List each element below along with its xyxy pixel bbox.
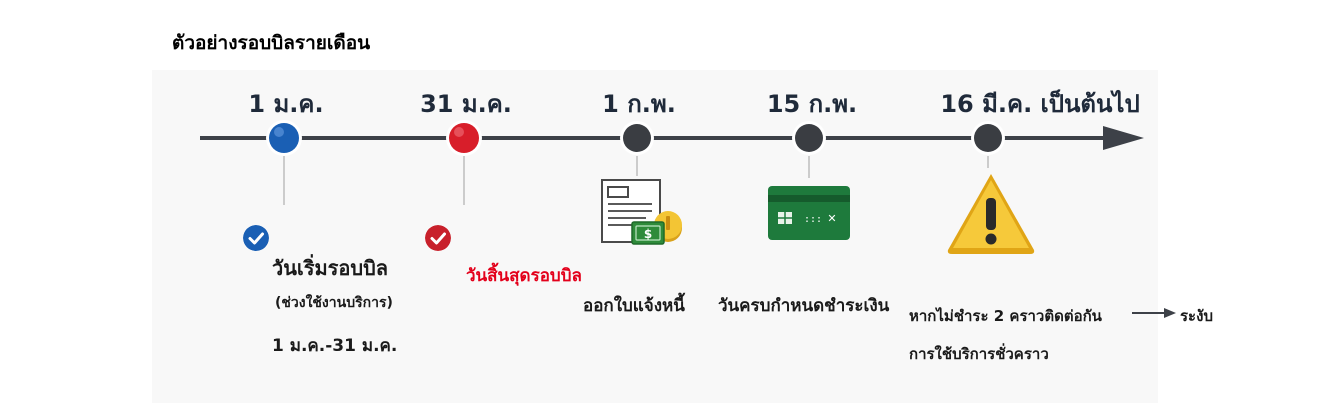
warning-line1: หากไม่ชำระ 2 คราวติดต่อกัน bbox=[909, 307, 1102, 325]
milestone-dot-warning bbox=[971, 121, 1005, 155]
milestone-dot-due bbox=[792, 121, 826, 155]
date-label-invoice: 1 ก.พ. bbox=[602, 90, 676, 118]
credit-card-icon: ::: ✕ bbox=[768, 186, 850, 240]
due-label: วันครบกำหนดชำระเงิน bbox=[718, 296, 890, 316]
date-label-due: 15 ก.พ. bbox=[766, 90, 858, 118]
warning-line2: การใช้บริการชั่วคราว bbox=[909, 345, 1049, 363]
svg-text:$: $ bbox=[644, 227, 652, 241]
suspend-label: ระงับ bbox=[1180, 307, 1213, 325]
start-sub-label: (ช่วงใช้งานบริการ) bbox=[275, 295, 393, 311]
suspend-arrow-head bbox=[1164, 308, 1176, 318]
warning-icon bbox=[947, 174, 1035, 254]
date-label-start: 1 ม.ค. bbox=[248, 90, 324, 118]
date-label-warning: 16 มี.ค. เป็นต้นไป bbox=[940, 90, 1140, 118]
milestone-dot-start bbox=[266, 120, 302, 156]
date-label-end: 31 ม.ค. bbox=[420, 90, 512, 118]
end-label: วันสิ้นสุดรอบบิล bbox=[466, 266, 582, 286]
milestone-dot-invoice bbox=[620, 121, 654, 155]
timeline-arrowhead bbox=[1103, 126, 1144, 150]
check-circle-blue-icon bbox=[243, 225, 269, 251]
page-title: ตัวอย่างรอบบิลรายเดือน bbox=[172, 32, 371, 54]
start-label: วันเริ่มรอบบิล bbox=[272, 256, 389, 280]
check-circle-red-icon bbox=[425, 225, 451, 251]
svg-text::::: ::: bbox=[804, 214, 822, 225]
milestone-dot-end bbox=[446, 120, 482, 156]
svg-text:✕: ✕ bbox=[827, 212, 836, 225]
start-range: 1 ม.ค.-31 ม.ค. bbox=[272, 336, 398, 356]
invoice-label: ออกใบแจ้งหนี้ bbox=[583, 296, 685, 316]
invoice-coin-icon: $ bbox=[601, 179, 682, 245]
